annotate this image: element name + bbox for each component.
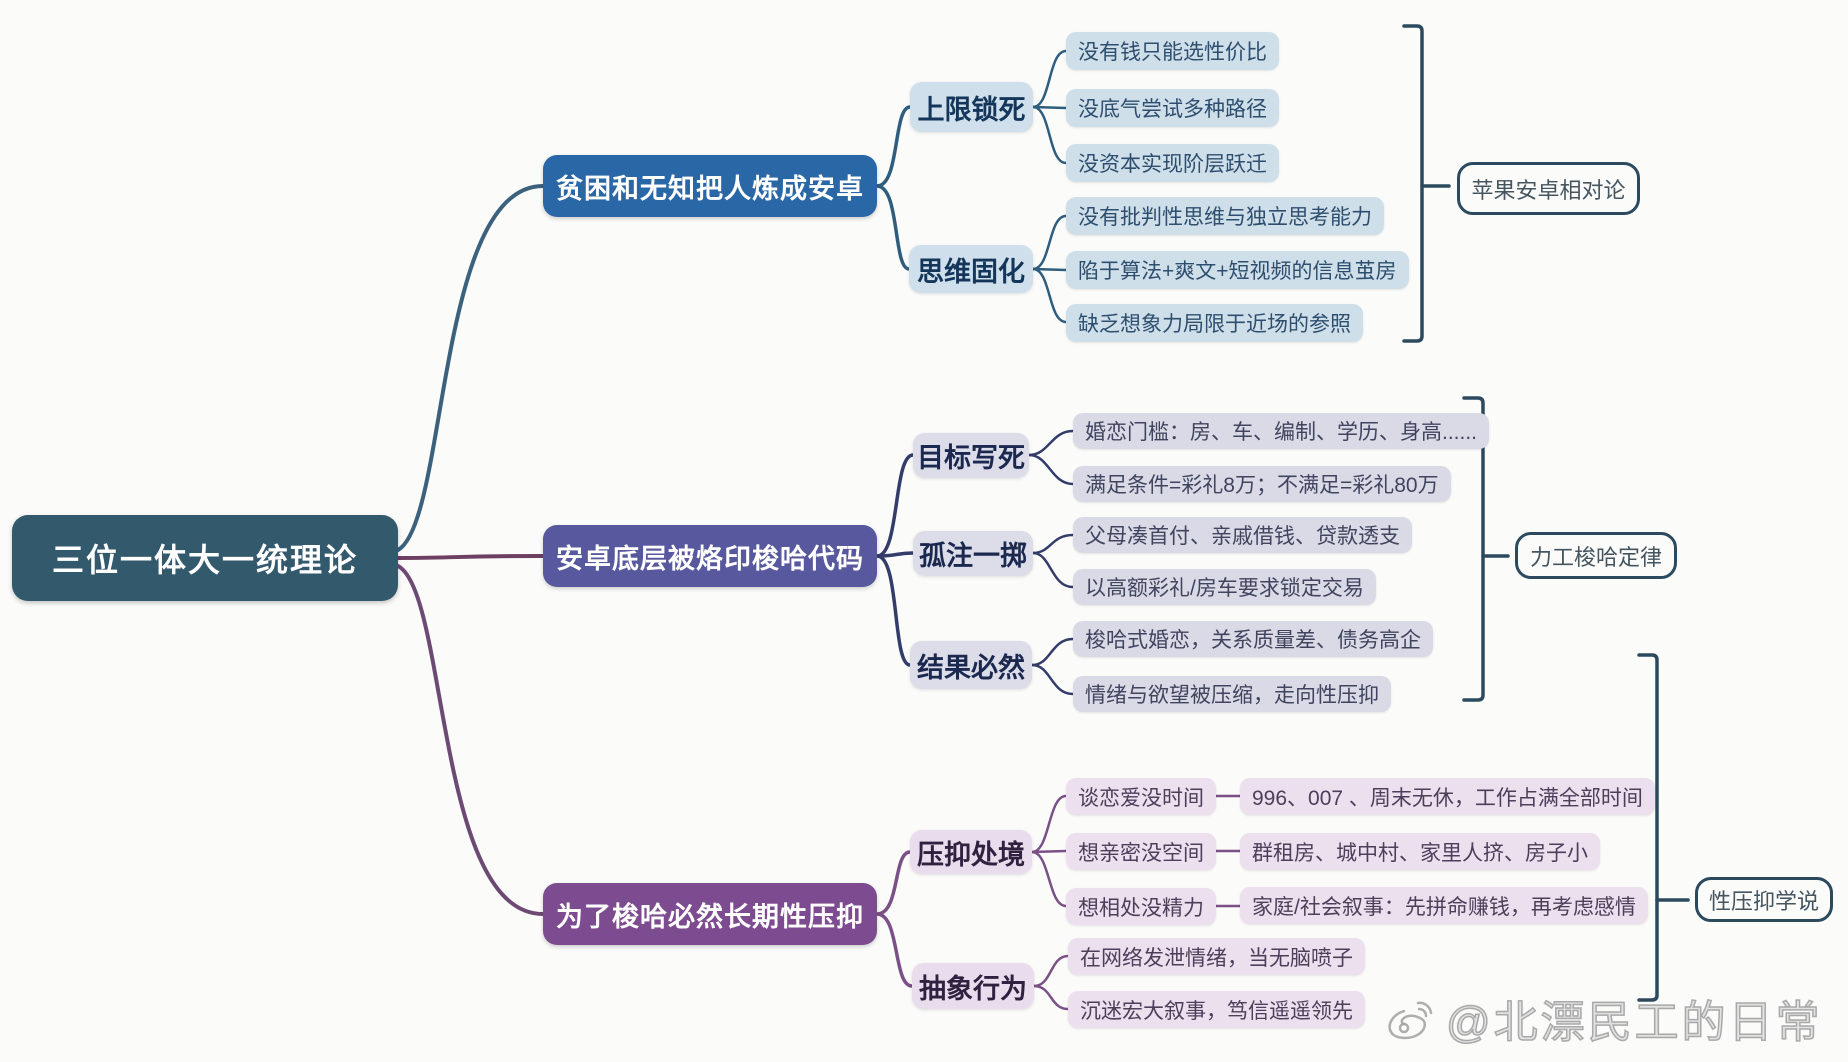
leaf-node: 家庭/社会叙事：先拼命赚钱，再考虑感情: [1240, 887, 1648, 924]
leaf-node: 情绪与欲望被压缩，走向性压抑: [1073, 676, 1391, 712]
sub-node-repressed-situation: 压抑处境: [910, 830, 1032, 874]
leaf-node: 满足条件=彩礼8万；不满足=彩礼80万: [1073, 466, 1451, 502]
weibo-logo-icon: [1388, 1001, 1433, 1040]
branch-node-1: 贫困和无知把人炼成安卓: [543, 155, 877, 217]
leaf-node: 以高额彩礼/房车要求锁定交易: [1073, 569, 1376, 605]
leaf-node: 谈恋爱没时间: [1066, 778, 1216, 815]
leaf-node: 沉迷宏大叙事，笃信遥遥领先: [1068, 991, 1365, 1028]
sub-node-inevitable-result: 结果必然: [910, 641, 1032, 689]
bracket-group1: [1402, 24, 1424, 343]
leaf-node: 缺乏想象力局限于近场的参照: [1066, 304, 1363, 342]
watermark: @北漂民工的日常: [1382, 986, 1823, 1050]
sub-node-all-in: 孤注一掷: [913, 531, 1033, 576]
leaf-node: 没底气尝试多种路径: [1066, 89, 1279, 127]
central-node: 三位一体大一统理论: [12, 515, 398, 601]
leaf-node: 婚恋门槛：房、车、编制、学历、身高......: [1073, 413, 1490, 449]
leaf-node: 没有钱只能选性价比: [1066, 32, 1279, 70]
leaf-node: 想亲密没空间: [1066, 833, 1216, 870]
annotation-laborer-allin-law: 力工梭哈定律: [1515, 532, 1677, 579]
branch-node-2: 安卓底层被烙印梭哈代码: [543, 525, 877, 587]
leaf-node: 想相处没精力: [1066, 888, 1216, 925]
leaf-node: 群租房、城中村、家里人挤、房子小: [1240, 833, 1600, 870]
edge-center-branch3: [396, 564, 545, 916]
leaf-node: 没有批判性思维与独立思考能力: [1066, 197, 1384, 235]
leaf-node: 没资本实现阶层跃迁: [1066, 144, 1279, 182]
sub-node-goal-hardcoded: 目标写死: [913, 433, 1029, 478]
watermark-text: @北漂民工的日常: [1445, 997, 1823, 1048]
branch-node-3: 为了梭哈必然长期性压抑: [543, 883, 877, 945]
annotation-apple-android-relativity: 苹果安卓相对论: [1457, 162, 1640, 215]
edge-center-branch2: [396, 554, 545, 560]
sub-node-abstract-behavior: 抽象行为: [912, 963, 1034, 1009]
leaf-node: 父母凑首付、亲戚借钱、贷款透支: [1073, 517, 1412, 553]
leaf-node: 陷于算法+爽文+短视频的信息茧房: [1066, 251, 1409, 289]
leaf-node: 梭哈式婚恋，关系质量差、债务高企: [1073, 621, 1433, 657]
annotation-sexual-repression-theory: 性压抑学说: [1695, 877, 1833, 922]
leaf-node: 996、007 、周末无休，工作占满全部时间: [1240, 778, 1655, 815]
sub-node-upper-limit: 上限锁死: [910, 82, 1033, 132]
bracket-group3: [1637, 653, 1659, 1002]
sub-node-fixed-mindset: 思维固化: [909, 245, 1033, 293]
edge-center-branch1: [396, 184, 545, 552]
leaf-node: 在网络发泄情绪，当无脑喷子: [1068, 938, 1365, 975]
